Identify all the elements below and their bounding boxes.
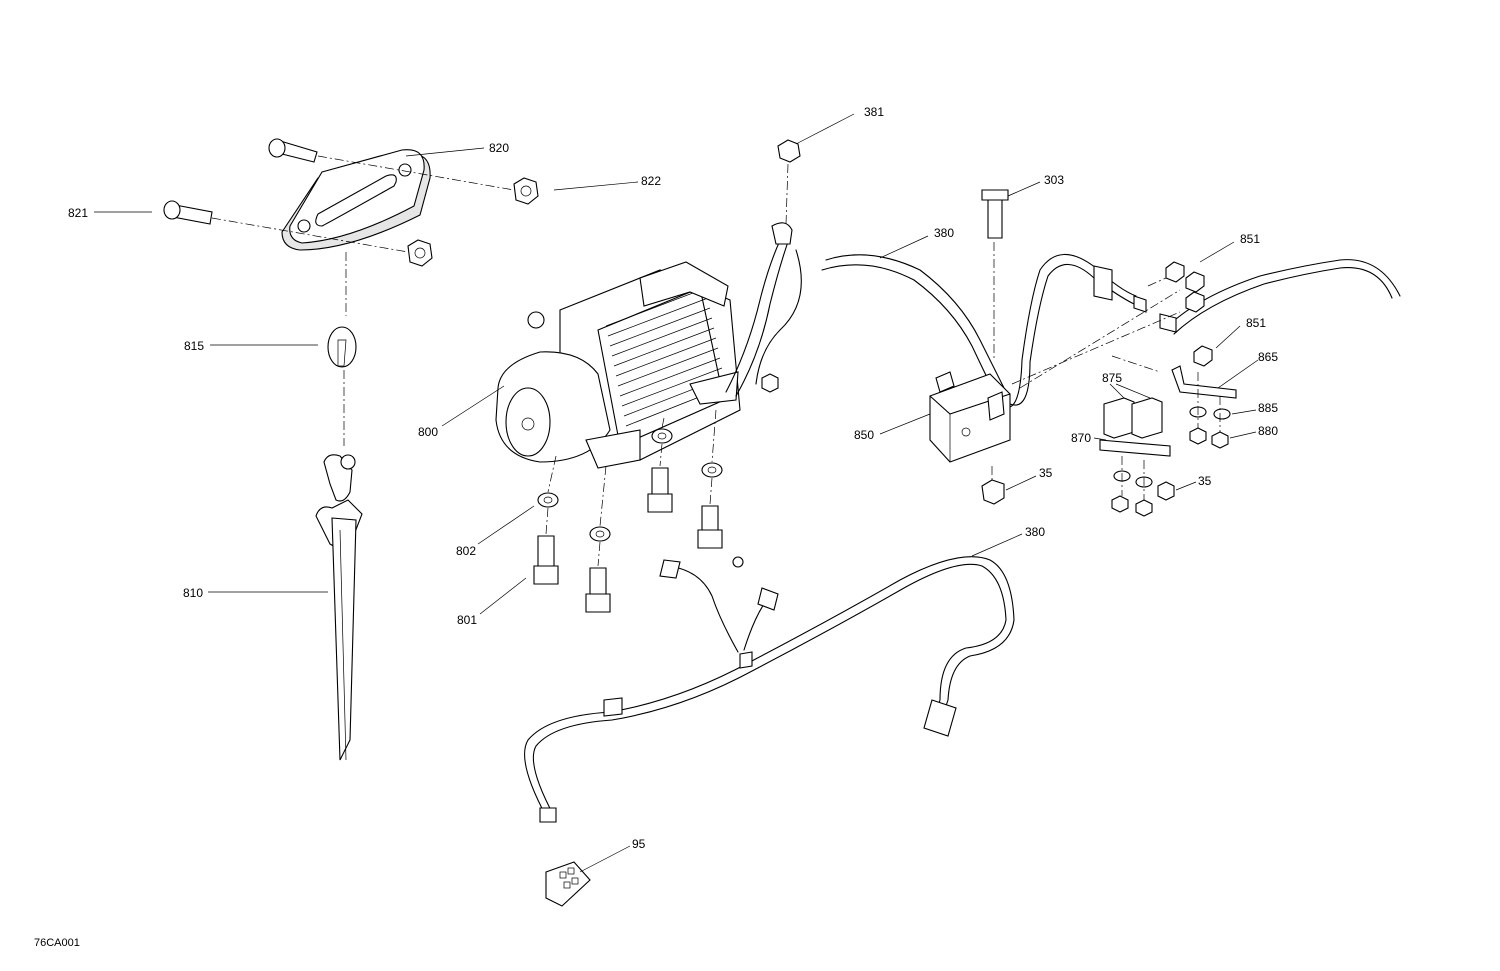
leader-lines	[94, 113, 1259, 873]
nut-winch-small	[761, 373, 779, 393]
callout-labels: 381 820 822 821 303 380 851 815 851 865 …	[68, 105, 1278, 851]
washer-885-b	[1213, 408, 1231, 420]
connector-95	[545, 861, 591, 907]
nut-880-a	[1189, 427, 1207, 445]
nut-381	[777, 139, 801, 163]
nut-35-a	[981, 479, 1005, 505]
callout-821: 821	[68, 206, 88, 220]
callout-870: 870	[1071, 431, 1091, 445]
nut-870-a	[1111, 495, 1129, 513]
callout-303: 303	[1044, 173, 1064, 187]
callout-800: 800	[418, 425, 438, 439]
bolt-801-d	[697, 505, 723, 549]
cap-815	[327, 326, 357, 368]
nut-851-a	[1165, 261, 1185, 283]
relay-875	[1103, 397, 1163, 439]
callout-381: 381	[864, 105, 884, 119]
nut-870-b	[1135, 499, 1153, 517]
power-cable-380	[725, 222, 1401, 408]
callout-865: 865	[1258, 350, 1278, 364]
washer-802-d	[701, 462, 723, 478]
drawing-code: 76CA001	[34, 937, 80, 949]
bolt-303	[981, 189, 1009, 239]
bolt-821-upper	[268, 138, 318, 163]
callout-880: 880	[1258, 424, 1278, 438]
washer-802-c	[651, 428, 673, 444]
callout-885: 885	[1258, 401, 1278, 415]
callout-875: 875	[1102, 371, 1122, 385]
callout-851-upper: 851	[1240, 232, 1260, 246]
fairlead-plate	[281, 149, 431, 251]
callout-95: 95	[632, 837, 646, 851]
washer-802-b	[589, 526, 611, 542]
callout-820: 820	[489, 141, 509, 155]
callout-802: 802	[456, 544, 476, 558]
bolt-821-lower	[163, 200, 213, 225]
callout-35-contactor: 35	[1039, 466, 1053, 480]
contactor-850	[929, 371, 1011, 463]
bolt-801-b	[585, 567, 611, 613]
callout-810: 810	[183, 586, 203, 600]
washer-802-a	[537, 492, 559, 508]
bolt-801-c	[647, 467, 673, 513]
callout-822: 822	[641, 174, 661, 188]
hook-strap-810	[315, 454, 363, 761]
bracket-865	[1171, 365, 1237, 399]
callout-380-lower: 380	[1025, 525, 1045, 539]
callout-801: 801	[457, 613, 477, 627]
nut-851-d	[1193, 345, 1213, 367]
callout-851-lower: 851	[1246, 316, 1266, 330]
nut-851-c	[1185, 291, 1205, 313]
nut-880-b	[1211, 431, 1229, 449]
callout-850: 850	[854, 428, 874, 442]
nut-35-b	[1157, 481, 1175, 501]
harness-380-lower	[524, 556, 1015, 823]
plate-870	[1099, 439, 1171, 457]
callout-815: 815	[184, 339, 204, 353]
nut-851-b	[1185, 271, 1205, 293]
callout-380-upper: 380	[934, 226, 954, 240]
callout-35-relay: 35	[1198, 474, 1212, 488]
nut-822-upper	[513, 177, 539, 205]
nut-822-lower	[407, 239, 433, 267]
winch-800	[495, 261, 741, 469]
bolt-801-a	[533, 535, 559, 585]
